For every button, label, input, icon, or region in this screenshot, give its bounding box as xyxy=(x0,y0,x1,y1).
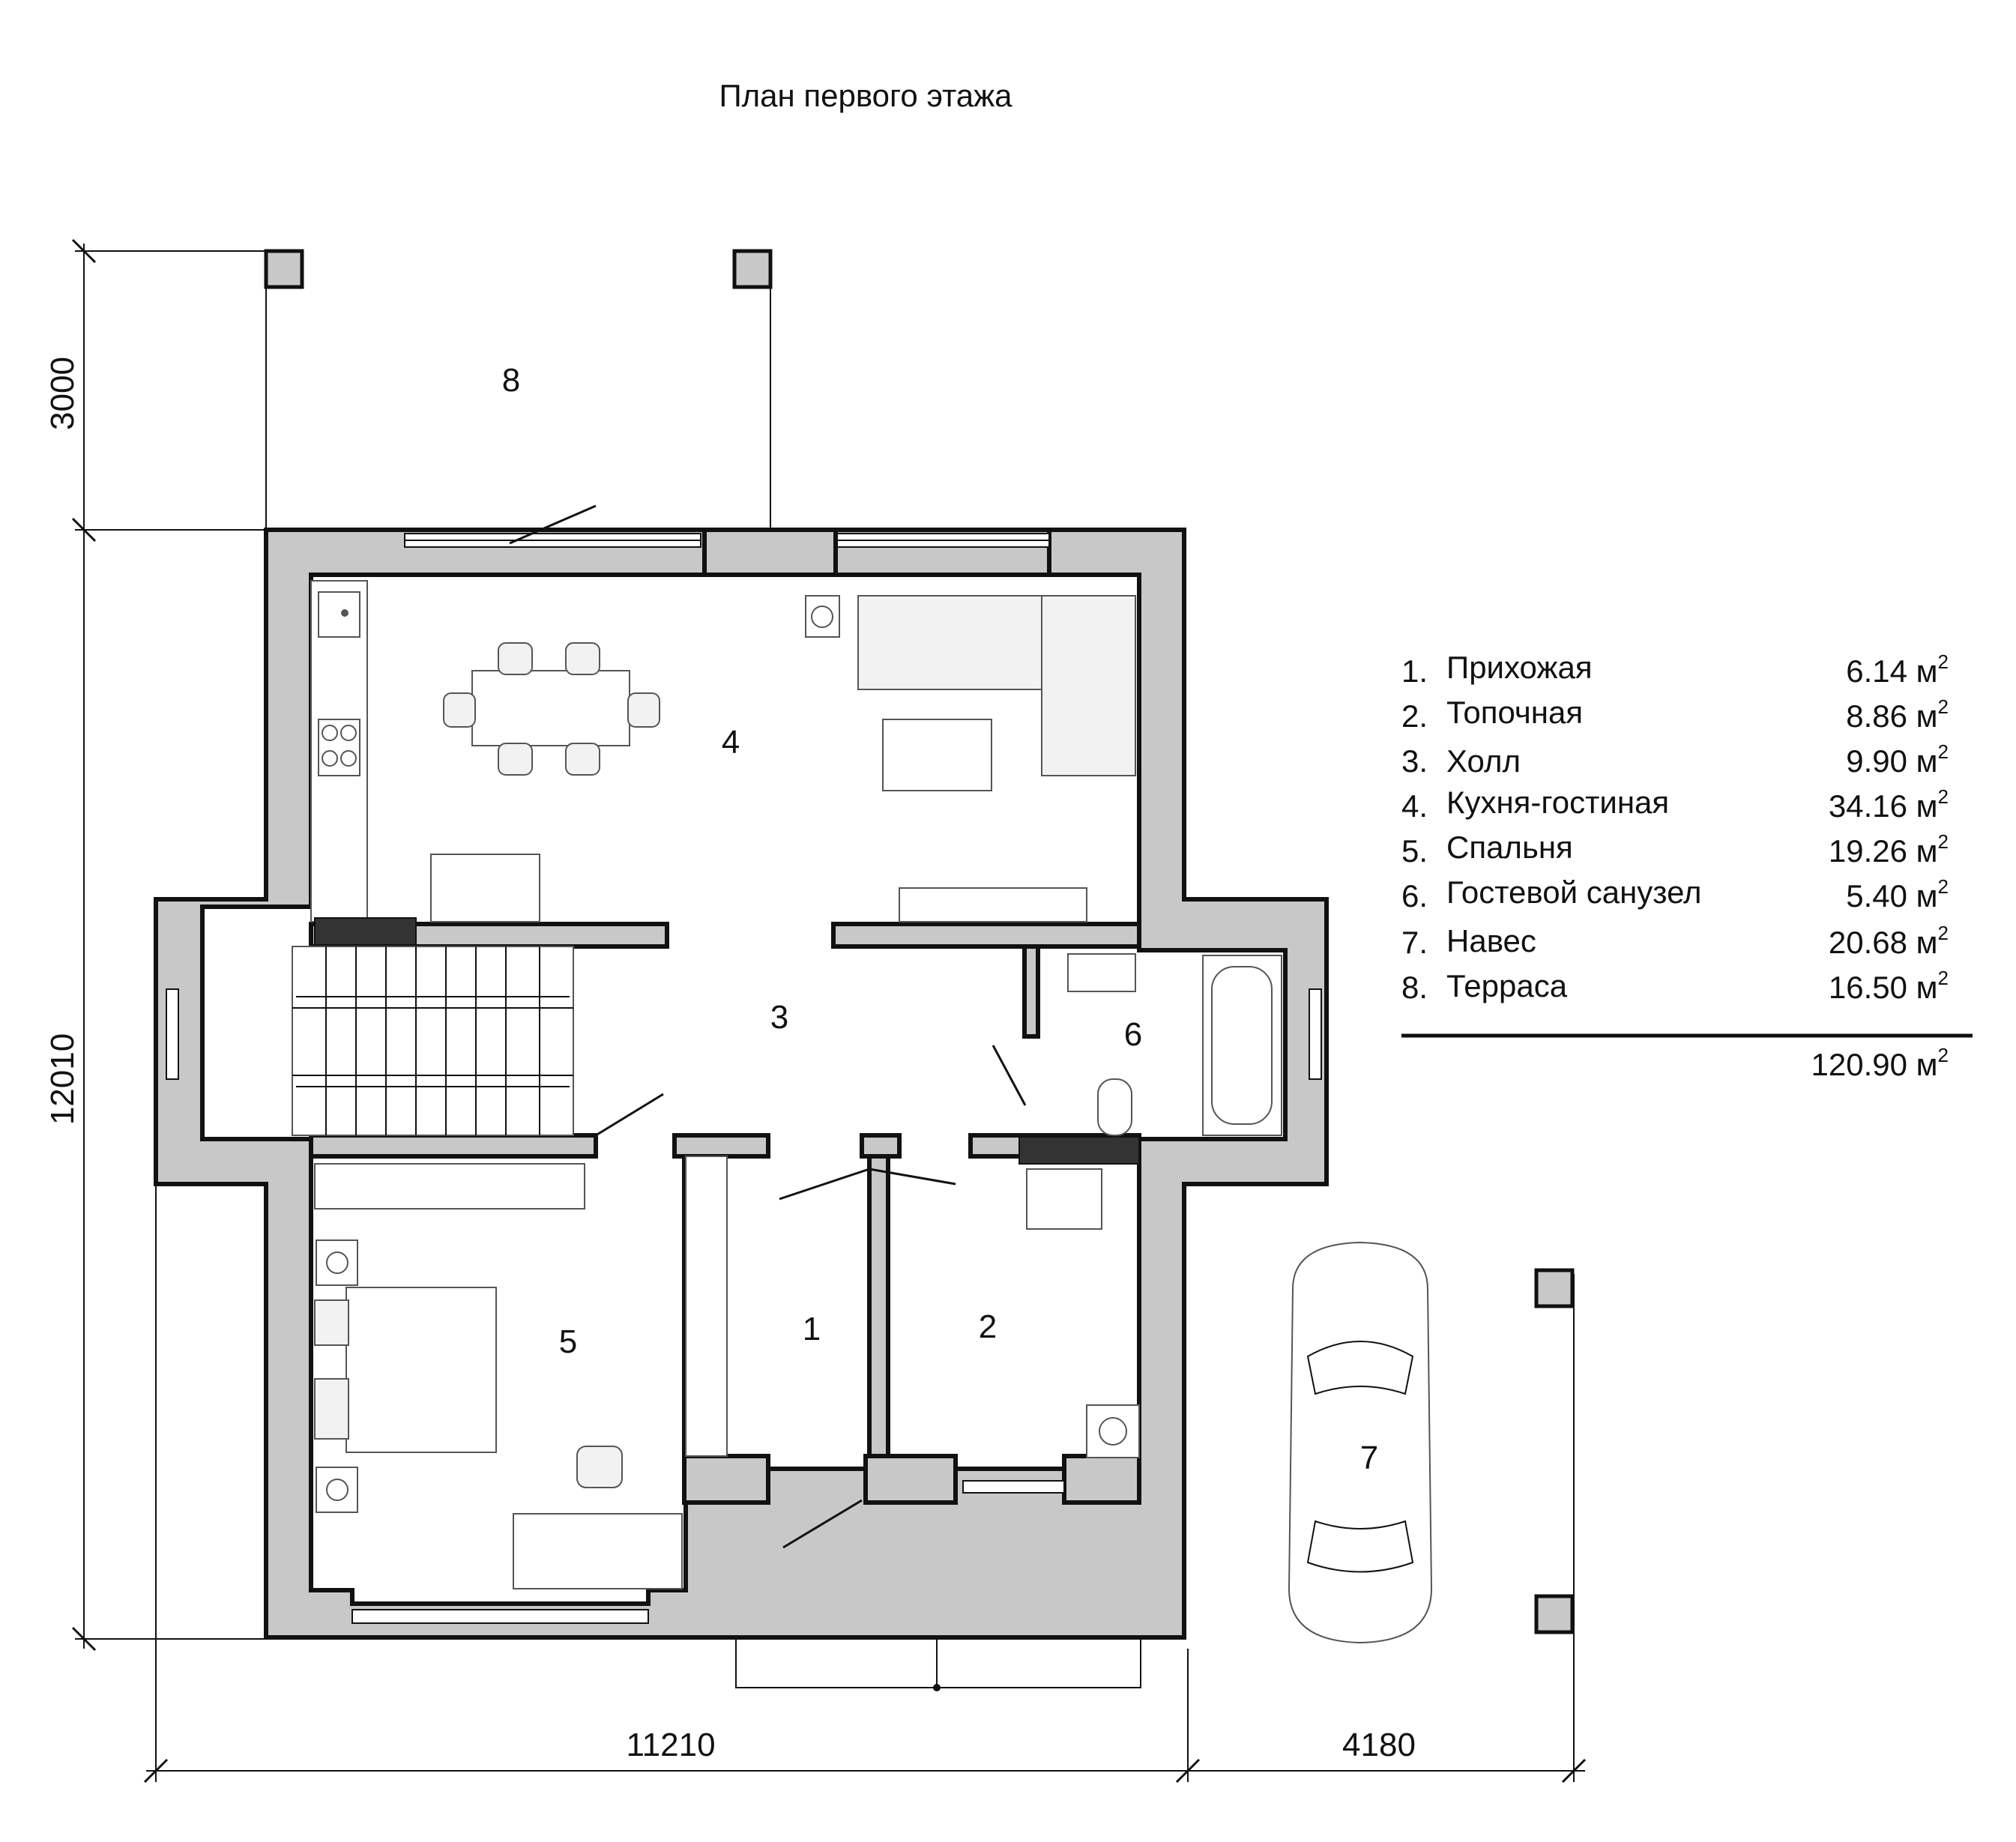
room-label-1: 1 xyxy=(803,1311,821,1347)
legend-row: 4. Кухня-гостиная 34.16 м2 xyxy=(1401,785,1949,824)
dim-terrace-depth: 3000 xyxy=(44,357,81,430)
top-windows xyxy=(404,504,1050,577)
terrace xyxy=(264,249,773,530)
right-window xyxy=(1309,988,1322,1080)
svg-text:34.16 м2: 34.16 м2 xyxy=(1829,785,1949,824)
dim-house-width: 11210 xyxy=(626,1727,715,1763)
svg-text:1.: 1. xyxy=(1401,653,1428,689)
svg-text:6.: 6. xyxy=(1401,878,1428,914)
legend-row: 6. Гостевой санузел 5.40 м2 xyxy=(1401,875,1949,914)
svg-text:Гостевой санузел: Гостевой санузел xyxy=(1446,875,1702,910)
legend-row: 2. Топочная 8.86 м2 xyxy=(1401,695,1949,734)
carport xyxy=(1288,1241,1575,1644)
legend-row: 8. Терраса 16.50 м2 xyxy=(1401,967,1949,1005)
svg-text:20.68 м2: 20.68 м2 xyxy=(1829,922,1949,960)
dim-house-depth: 12010 xyxy=(44,1033,81,1125)
legend-row: 5. Спальня 19.26 м2 xyxy=(1401,830,1949,869)
svg-text:Холл: Холл xyxy=(1446,743,1521,779)
legend-row: 3. Холл 9.90 м2 xyxy=(1401,740,1949,779)
boiler-room-furniture xyxy=(1018,1136,1140,1458)
exterior-walls xyxy=(154,528,1329,1640)
room-label-7: 7 xyxy=(1360,1440,1378,1476)
bedroom-furniture xyxy=(314,1156,728,1589)
room-label-5: 5 xyxy=(559,1323,577,1360)
svg-text:Навес: Навес xyxy=(1446,923,1536,958)
room-label-8: 8 xyxy=(502,362,520,399)
svg-text:Спальня: Спальня xyxy=(1446,830,1573,865)
room-label-6: 6 xyxy=(1124,1016,1142,1053)
svg-text:Прихожая: Прихожая xyxy=(1446,650,1593,685)
svg-text:6.14 м2: 6.14 м2 xyxy=(1846,650,1949,689)
dim-canopy-width: 4180 xyxy=(1342,1727,1416,1763)
room-label-3: 3 xyxy=(770,999,788,1036)
plan-title: План первого этажа xyxy=(719,78,1012,113)
staircase xyxy=(292,946,574,1136)
svg-text:5.: 5. xyxy=(1401,833,1428,869)
room-label-2: 2 xyxy=(979,1308,997,1345)
svg-text:16.50 м2: 16.50 м2 xyxy=(1829,967,1949,1005)
room-legend: 1. Прихожая 6.14 м2 2. Топочная 8.86 м2 … xyxy=(1401,650,1973,1082)
room-label-4: 4 xyxy=(722,724,740,761)
svg-text:8.86 м2: 8.86 м2 xyxy=(1846,695,1949,734)
left-window xyxy=(166,988,179,1080)
car-icon xyxy=(1288,1241,1433,1644)
svg-text:Терраса: Терраса xyxy=(1446,968,1568,1003)
legend-row: 1. Прихожая 6.14 м2 xyxy=(1401,650,1949,689)
svg-text:5.40 м2: 5.40 м2 xyxy=(1846,875,1949,914)
svg-text:8.: 8. xyxy=(1401,970,1428,1005)
svg-text:4.: 4. xyxy=(1401,788,1428,824)
svg-text:Кухня-гостиная: Кухня-гостиная xyxy=(1446,785,1669,820)
bottom-windows xyxy=(351,1480,1141,1691)
svg-text:2.: 2. xyxy=(1401,698,1428,734)
bathroom-furniture xyxy=(1067,953,1282,1136)
legend-row: 7. Навес 20.68 м2 xyxy=(1401,922,1949,960)
svg-text:Топочная: Топочная xyxy=(1446,695,1583,730)
svg-text:19.26 м2: 19.26 м2 xyxy=(1829,830,1949,869)
legend-total: 120.90 м2 xyxy=(1811,1044,1949,1082)
dimension-lines xyxy=(71,238,1587,1784)
kitchen-furniture xyxy=(310,580,1136,946)
svg-text:7.: 7. xyxy=(1401,925,1428,960)
svg-text:9.90 м2: 9.90 м2 xyxy=(1846,740,1949,779)
svg-text:3.: 3. xyxy=(1401,743,1428,779)
